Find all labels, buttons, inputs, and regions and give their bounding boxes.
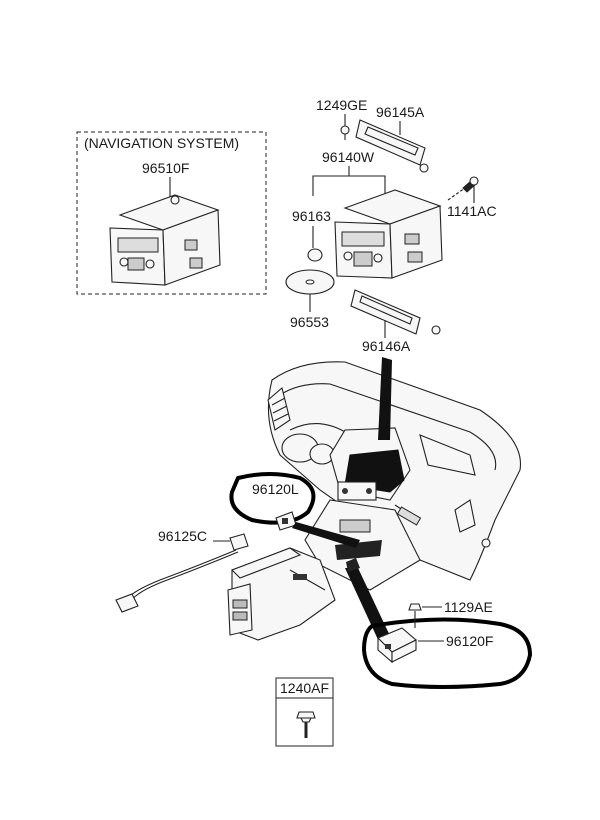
navigation-dashed-frame (76, 131, 267, 295)
label-96146A: 96146A (362, 338, 411, 354)
mounting-bracket-icon (355, 119, 429, 173)
label-1249GE: 1249GE (316, 97, 367, 113)
location-arrow-96120L (292, 522, 360, 548)
highlight-96120F (362, 617, 532, 689)
label-96163: 96163 (292, 208, 331, 224)
part-box-1240AF: 1240AF (275, 677, 334, 747)
label-96140W: 96140W (322, 149, 375, 165)
audio-head-unit-icon (334, 189, 443, 279)
label-96125C: 96125C (158, 528, 207, 544)
label-96145A: 96145A (376, 104, 425, 120)
center-console-icon (227, 547, 336, 641)
label-96553: 96553 (290, 314, 329, 330)
usb-cable-icon (115, 533, 249, 613)
label-96510F: 96510F (142, 160, 189, 176)
navigation-head-unit-icon (109, 194, 221, 286)
highlight-96120L (229, 472, 316, 525)
label-1141AC: 1141AC (447, 203, 497, 219)
lower-bracket-icon (350, 289, 441, 335)
navigation-system-title: (NAVIGATION SYSTEM) (84, 135, 239, 151)
bolt-icon (296, 711, 316, 738)
dashboard-icon (267, 361, 522, 591)
label-1240AF: 1240AF (280, 680, 329, 696)
bolt-1129AE-icon (408, 603, 422, 611)
label-1129AE: 1129AE (444, 599, 493, 615)
knob-icon (307, 248, 323, 262)
aux-jack-module-icon (377, 627, 417, 664)
label-96120F: 96120F (446, 633, 493, 649)
navigation-system-group: (NAVIGATION SYSTEM) 96510F (76, 131, 267, 295)
label-96120L: 96120L (252, 481, 299, 497)
screw-icon (340, 125, 350, 140)
cd-disc-icon (285, 269, 335, 295)
screw-1141AC-icon (447, 176, 479, 201)
location-arrow-upper (378, 357, 392, 440)
leader-96140W (312, 175, 386, 196)
